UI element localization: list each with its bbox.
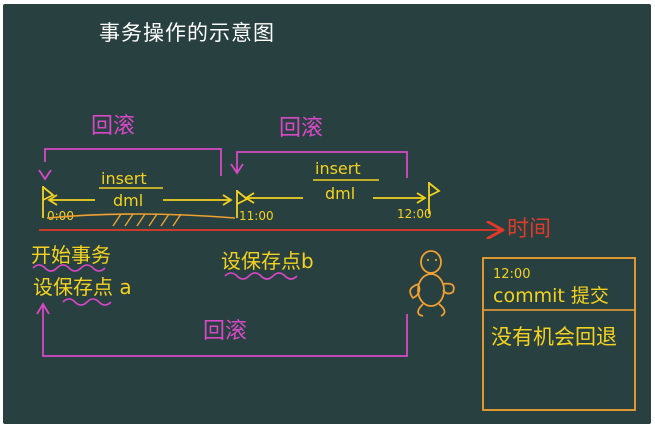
note-commit: commit 提交 bbox=[493, 285, 609, 307]
flag-11 bbox=[236, 190, 249, 218]
flag-12 bbox=[428, 182, 441, 214]
savepoint-a-wave bbox=[62, 298, 112, 306]
rollback-label-top-right: 回滚 bbox=[279, 116, 323, 141]
segment-left-arrows bbox=[47, 194, 233, 206]
insert-label-right: insert bbox=[315, 159, 361, 178]
flag-start bbox=[42, 186, 55, 218]
time-label-start: 0:00 bbox=[47, 209, 74, 223]
hatched-span bbox=[46, 213, 236, 227]
rollback-label-top-left: 回滚 bbox=[91, 114, 135, 139]
time-label-12: 12:00 bbox=[397, 207, 432, 221]
start-transaction-label: 开始事务 bbox=[31, 243, 111, 267]
note-time: 12:00 bbox=[493, 267, 530, 282]
rollback-bracket-right bbox=[230, 151, 408, 178]
commit-note-box bbox=[482, 257, 636, 411]
rollback-bracket-left bbox=[38, 148, 222, 181]
time-axis-label: 时间 bbox=[507, 217, 551, 242]
diagram-title: 事务操作的示意图 bbox=[99, 21, 275, 45]
time-label-11: 11:00 bbox=[239, 209, 274, 223]
note-no-rollback: 没有机会回退 bbox=[491, 325, 617, 349]
start-transaction-wave bbox=[32, 264, 106, 272]
diagram-canvas: 回滚 回滚 insert dml insert dml bbox=[31, 114, 636, 411]
dml-label-right: dml bbox=[325, 184, 355, 203]
savepoint-b-label: 设保存点b bbox=[221, 249, 314, 273]
savepoint-a-label: 设保存点 a bbox=[33, 275, 132, 299]
rollback-label-bottom: 回滚 bbox=[203, 319, 247, 344]
dml-label-left: dml bbox=[113, 191, 143, 210]
insert-label-left: insert bbox=[101, 169, 147, 188]
savepoint-b-wave bbox=[224, 272, 298, 280]
person-figure-icon bbox=[409, 250, 455, 317]
rollback-bracket-bottom bbox=[36, 302, 408, 357]
chalkboard: 事务操作的示意图 回滚 回滚 insert dml bbox=[3, 4, 651, 424]
